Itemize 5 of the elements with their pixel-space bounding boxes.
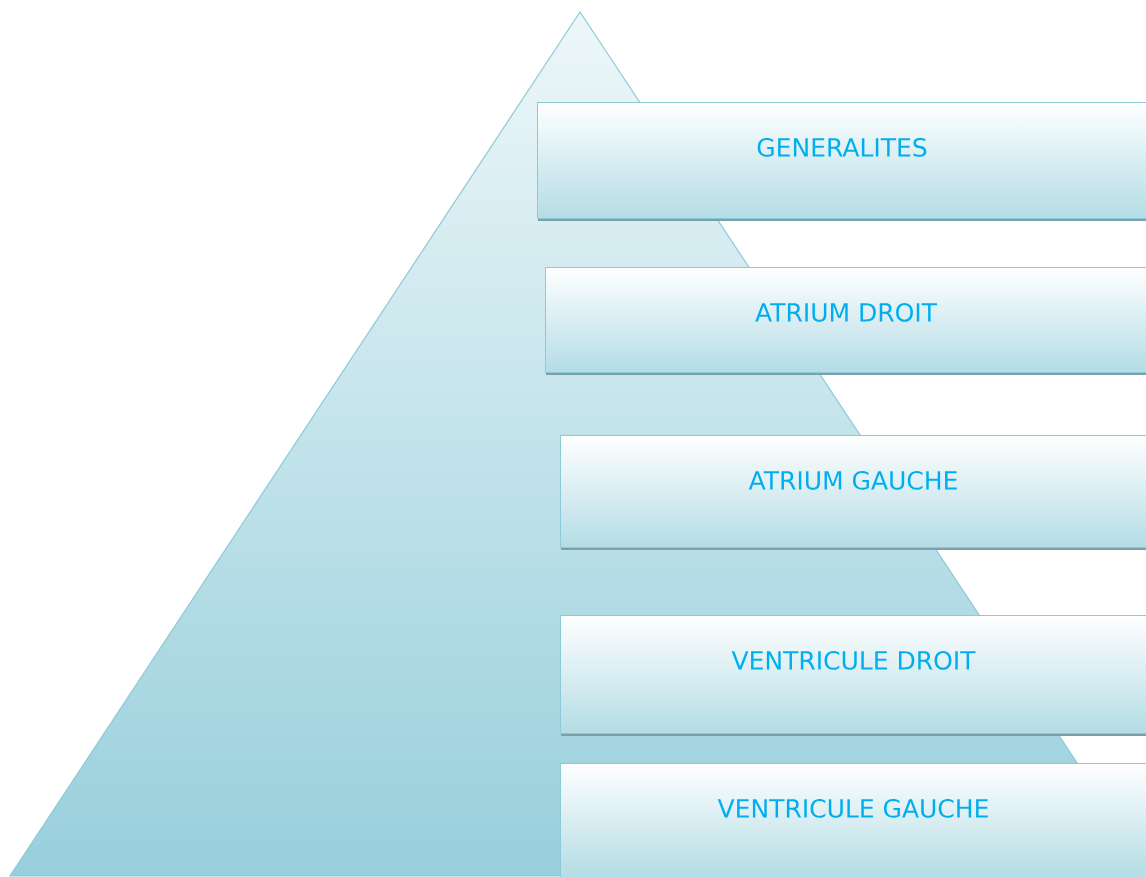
heading-box: VENTRICULE GAUCHE <box>560 763 1146 877</box>
heading-box: VENTRICULE DROIT <box>560 615 1146 736</box>
heading-box: ATRIUM GAUCHE <box>560 435 1146 550</box>
heading-box: ATRIUM DROIT <box>545 267 1146 375</box>
heading-box: GENERALITES <box>537 102 1146 221</box>
